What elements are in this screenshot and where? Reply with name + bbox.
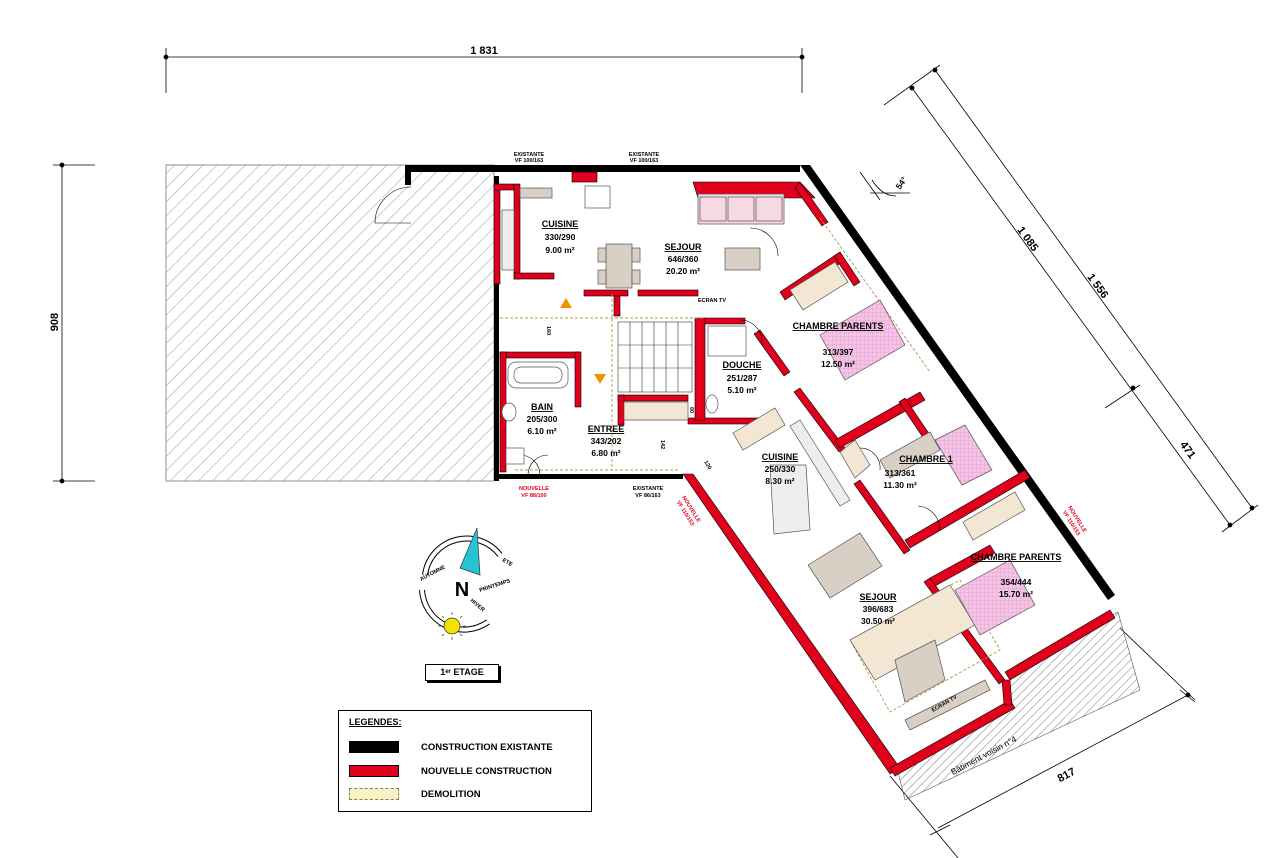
room-douche-dims: 251/287 xyxy=(727,373,758,383)
room-sejour-2-area: 30.50 m² xyxy=(861,616,895,626)
room-entree-area: 6.80 m² xyxy=(591,448,620,458)
legend-label-existing: CONSTRUCTION EXISTANTE xyxy=(421,742,553,753)
room-chambre-parents-1-dims: 313/397 xyxy=(823,347,854,357)
demolition-areas xyxy=(500,217,1001,713)
room-bain-name: BAIN xyxy=(531,402,553,412)
window-new-1-size: VF 88/100 xyxy=(521,493,546,499)
dimension-lines xyxy=(53,48,1259,858)
room-chambre-parents-2-area: 15.70 m² xyxy=(999,589,1033,599)
room-sejour-1-name: SEJOUR xyxy=(664,242,702,252)
dim-120: 120 xyxy=(702,460,712,471)
room-chambre-parents-1-area: 12.50 m² xyxy=(821,359,855,369)
room-sejour-2-dims: 396/683 xyxy=(863,604,894,614)
new-walls xyxy=(493,171,1116,777)
room-bain-dims: 205/300 xyxy=(527,414,558,424)
legend-item-demolition: DEMOLITION xyxy=(349,788,589,802)
dim-diag-inner: 1 085 xyxy=(1014,225,1040,254)
existing-walls xyxy=(405,165,1115,600)
dim-diag-outer: 1 556 xyxy=(1084,272,1110,301)
window-existing-1-size: VF 100/163 xyxy=(515,158,543,164)
doors xyxy=(374,186,941,531)
room-chambre-1-area: 11.30 m² xyxy=(883,480,917,490)
room-chambre-1-name: CHAMBRE 1 xyxy=(899,454,953,464)
compass-printemps: PRINTEMPS xyxy=(479,578,512,594)
stair-down-marker xyxy=(594,374,606,384)
ecran-tv-label-1: ECRAN TV xyxy=(698,298,726,304)
small-labels: ECRAN TV ECRAN TV Bâtiment voisin n°4 EX… xyxy=(514,152,1088,777)
room-cuisine-2-dims: 250/330 xyxy=(765,464,796,474)
dim-60: 60 xyxy=(688,407,694,413)
legend-swatch-demolition xyxy=(349,788,399,800)
room-sejour-1-area: 20.20 m² xyxy=(666,266,700,276)
room-entree-name: ENTREE xyxy=(588,424,625,434)
legend-title: LEGENDES: xyxy=(349,717,402,727)
dim-top-width: 1 831 xyxy=(470,45,498,57)
room-cuisine-2-area: 8.30 m² xyxy=(765,476,794,486)
wardrobes xyxy=(623,261,1026,541)
room-bain-area: 6.10 m² xyxy=(527,426,556,436)
dim-142: 142 xyxy=(659,440,665,449)
dim-bottom-right: 817 xyxy=(1056,766,1078,785)
stair-up-marker xyxy=(560,298,572,308)
room-chambre-parents-1-name: CHAMBRE PARENTS xyxy=(793,321,884,331)
staircase xyxy=(617,321,693,393)
window-existing-3-label: EXISTANTE xyxy=(633,486,664,492)
furniture xyxy=(501,185,991,731)
dim-diag-lower: 471 xyxy=(1177,439,1197,461)
room-sejour-2-name: SEJOUR xyxy=(859,592,897,602)
legend-label-demolition: DEMOLITION xyxy=(421,789,481,800)
room-cuisine-1-area: 9.00 m² xyxy=(545,245,574,255)
room-labels: CUISINE 330/290 9.00 m² SEJOUR 646/360 2… xyxy=(527,219,1062,626)
room-cuisine-1-dims: 330/290 xyxy=(545,232,576,242)
window-existing-2-label: EXISTANTE xyxy=(629,152,660,158)
room-cuisine-1-name: CUISINE xyxy=(542,219,579,229)
north-arrow-icon xyxy=(459,527,481,576)
compass-ete: ETE xyxy=(501,558,514,569)
room-cuisine-2-name: CUISINE xyxy=(762,452,799,462)
dim-left-height: 908 xyxy=(49,313,61,331)
room-chambre-parents-2-dims: 354/444 xyxy=(1001,577,1032,587)
legend-swatch-existing xyxy=(349,741,399,753)
dim-angle: 54° xyxy=(893,174,909,191)
floor-label: 1ᵉʳ ETAGE xyxy=(425,664,499,681)
neighbour-area xyxy=(165,164,495,482)
legend-swatch-new xyxy=(349,765,399,777)
room-entree-dims: 343/202 xyxy=(591,436,622,446)
compass-hiver: HIVER xyxy=(469,598,486,613)
room-chambre-1-dims: 313/361 xyxy=(885,468,916,478)
compass-north: N xyxy=(455,579,469,601)
legend-item-new: NOUVELLE CONSTRUCTION xyxy=(349,765,589,779)
compass: N ETE AUTOMNE PRINTEMPS HIVER xyxy=(419,527,514,640)
room-sejour-1-dims: 646/360 xyxy=(668,254,699,264)
room-douche-name: DOUCHE xyxy=(722,360,761,370)
dim-160: 160 xyxy=(545,326,551,335)
legend-item-existing: CONSTRUCTION EXISTANTE xyxy=(349,741,589,755)
sun-icon xyxy=(443,617,461,635)
window-existing-2-size: VF 100/163 xyxy=(630,158,658,164)
window-existing-3-size: VF 86/163 xyxy=(635,493,660,499)
legend-label-new: NOUVELLE CONSTRUCTION xyxy=(421,766,552,777)
window-existing-1-label: EXISTANTE xyxy=(514,152,545,158)
legend: LEGENDES: CONSTRUCTION EXISTANTE NOUVELL… xyxy=(338,710,592,812)
room-douche-area: 5.10 m² xyxy=(727,385,756,395)
beds xyxy=(819,299,1036,636)
window-new-1-label: NOUVELLE xyxy=(519,486,549,492)
room-chambre-parents-2-name: CHAMBRE PARENTS xyxy=(971,552,1062,562)
